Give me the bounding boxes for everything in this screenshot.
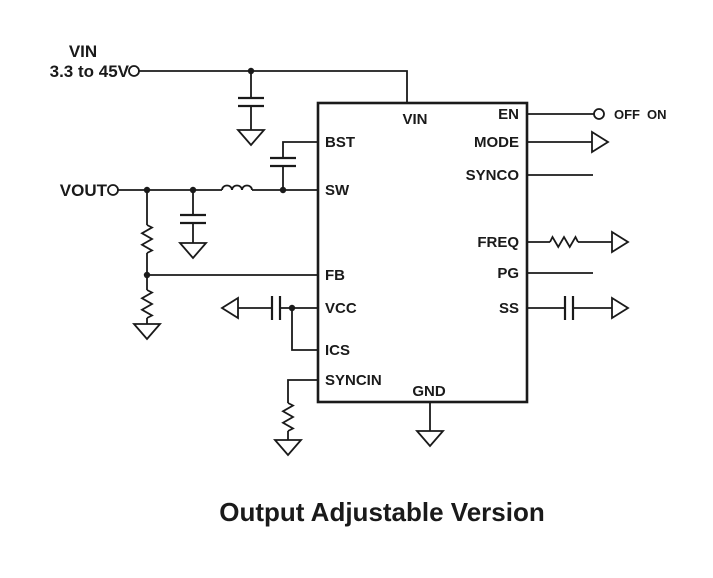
pin-label-gnd: GND	[412, 383, 446, 400]
pin-label-synco: SYNCO	[466, 167, 520, 184]
syncin-resistor	[281, 402, 295, 432]
pin-label-vcc: VCC	[325, 300, 357, 317]
pin-label-syncin: SYNCIN	[325, 372, 382, 389]
ic-pin-labels: VIN GND BST SW FB VCC ICS SYNCIN EN MODE…	[325, 106, 519, 400]
pin-label-fb: FB	[325, 267, 345, 284]
gnd-net	[415, 402, 445, 448]
pin-label-mode: MODE	[474, 134, 519, 151]
en-off-label: OFF	[614, 107, 640, 122]
vin-wire	[139, 70, 408, 103]
ics-wire	[291, 308, 318, 351]
vin-terminal	[128, 65, 140, 77]
ground-symbol	[415, 430, 445, 448]
ss-net	[527, 296, 630, 320]
feedback-resistor-bottom	[140, 289, 154, 319]
bst-wire	[282, 141, 318, 158]
vout-terminal	[107, 184, 119, 196]
vout-label: VOUT	[60, 181, 108, 200]
ss-arrow	[611, 296, 630, 320]
feedback-resistor-top	[140, 224, 154, 254]
freq-resistor	[549, 235, 579, 249]
syncin-wire	[287, 379, 318, 403]
bst-net	[270, 141, 318, 190]
vout-net: VOUT	[60, 181, 318, 260]
ground-symbol	[236, 129, 266, 147]
freq-net	[527, 230, 630, 254]
pin-label-pg: PG	[497, 265, 519, 282]
pin-label-vin: VIN	[402, 111, 427, 128]
ground-symbol	[132, 323, 162, 341]
mode-net	[527, 130, 610, 154]
pin-label-ss: SS	[499, 300, 519, 317]
vcc-capacitor	[270, 296, 282, 320]
mode-arrow	[591, 130, 610, 154]
bootstrap-capacitor	[270, 156, 296, 168]
vcc-arrow	[220, 296, 239, 320]
input-capacitor	[238, 71, 264, 130]
ss-capacitor	[563, 296, 575, 320]
pin-label-sw: SW	[325, 182, 350, 199]
pin-label-ics: ICS	[325, 342, 350, 359]
pin-label-en: EN	[498, 106, 519, 123]
ground-symbol	[273, 439, 303, 457]
en-net: OFF ON	[527, 107, 667, 122]
vin-net: VIN 3.3 to 45V	[50, 42, 408, 147]
ground-symbol	[178, 242, 208, 260]
vin-label: VIN	[69, 42, 97, 61]
diagram-title: Output Adjustable Version	[219, 497, 545, 527]
en-on-label: ON	[647, 107, 667, 122]
inductor	[221, 184, 253, 191]
syncin-net	[273, 379, 318, 457]
output-capacitor	[180, 190, 206, 243]
feedback-net	[132, 190, 318, 341]
en-terminal	[593, 108, 605, 120]
vin-range-label: 3.3 to 45V	[50, 62, 130, 81]
ic-body	[316, 101, 529, 404]
pin-label-bst: BST	[325, 134, 355, 151]
freq-arrow	[611, 230, 630, 254]
pin-label-freq: FREQ	[477, 234, 519, 251]
vcc-net	[220, 296, 318, 351]
